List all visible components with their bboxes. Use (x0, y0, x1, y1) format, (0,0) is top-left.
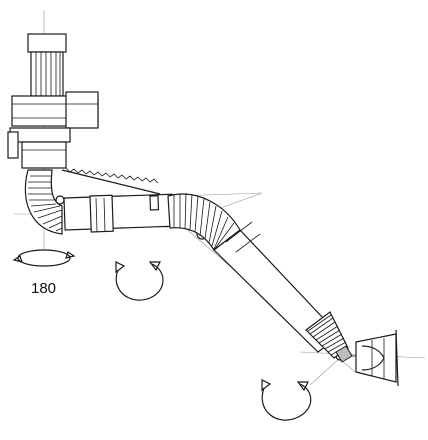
wall-bracket (7, 127, 71, 169)
fan-motor (27, 33, 67, 97)
rotation-arrow-upper-joint (115, 261, 164, 301)
tension-spring (61, 167, 161, 195)
rotation-arrow-hood-joint (261, 379, 312, 421)
first-bend-hose (24, 169, 63, 235)
third-bend-hose (305, 311, 349, 359)
extraction-hood (355, 329, 399, 387)
rotation-arrow-base (12, 249, 76, 267)
rotation-angle-label: 180 (31, 280, 57, 297)
upper-arm-tube (63, 193, 174, 233)
fan-housing (11, 91, 99, 129)
